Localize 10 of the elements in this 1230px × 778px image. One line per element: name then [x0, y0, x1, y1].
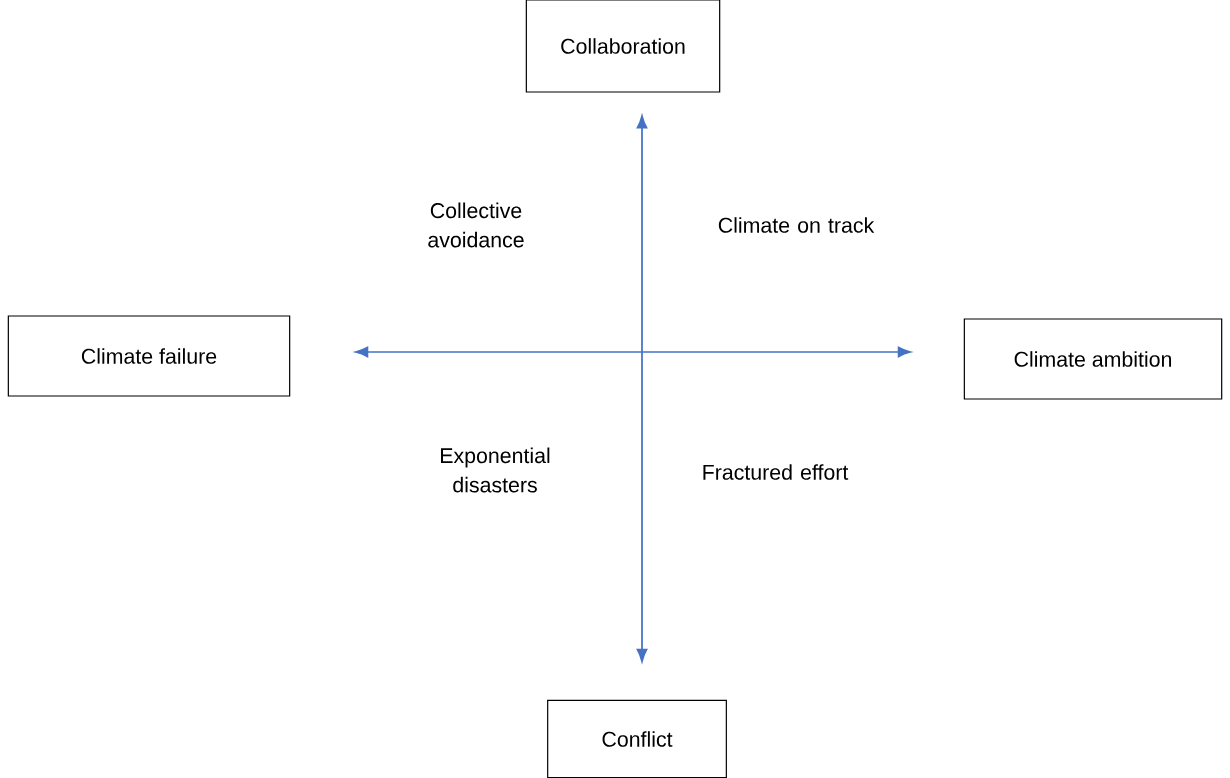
quadrant-label: Fractured effort — [703, 464, 849, 480]
quadrant-label: Climate on track — [718, 217, 875, 233]
text-box: Climate failure — [7, 315, 291, 397]
double-arrow — [355, 346, 912, 358]
quadrant-label: Exponential disasters — [441, 447, 550, 493]
double-arrow — [636, 115, 648, 663]
text-box: Collaboration — [525, 0, 721, 93]
text-box: Conflict — [547, 699, 727, 778]
quadrant-label: Collective avoidance — [428, 202, 524, 248]
text-box: Climate ambition — [963, 318, 1223, 400]
